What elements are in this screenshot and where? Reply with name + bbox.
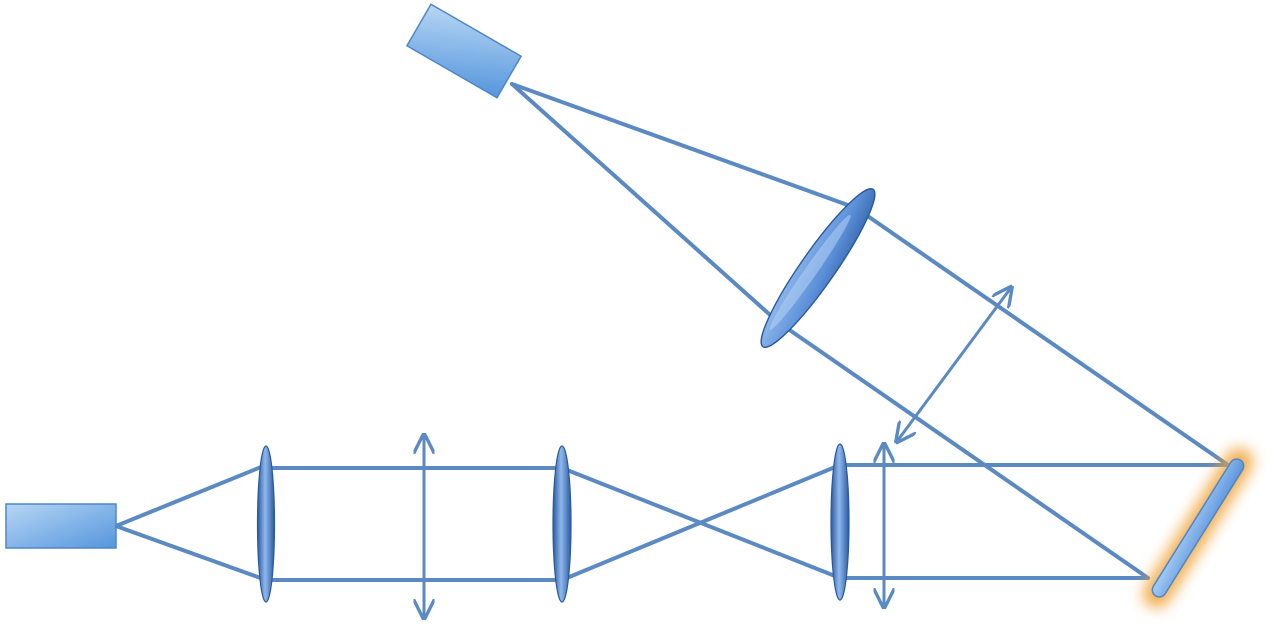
detector-box	[405, 3, 523, 99]
lens-3	[830, 443, 850, 601]
laser-source-box	[5, 503, 117, 549]
beam-lines-lower	[114, 463, 1230, 582]
double-arrows	[424, 289, 1010, 616]
lens-1	[256, 445, 276, 603]
tilted-lens	[760, 188, 876, 348]
beam-lines-upper	[510, 82, 1230, 580]
lens-2	[552, 445, 572, 603]
mirror-with-glow	[1142, 447, 1254, 609]
double-arrow-3	[898, 289, 1010, 440]
